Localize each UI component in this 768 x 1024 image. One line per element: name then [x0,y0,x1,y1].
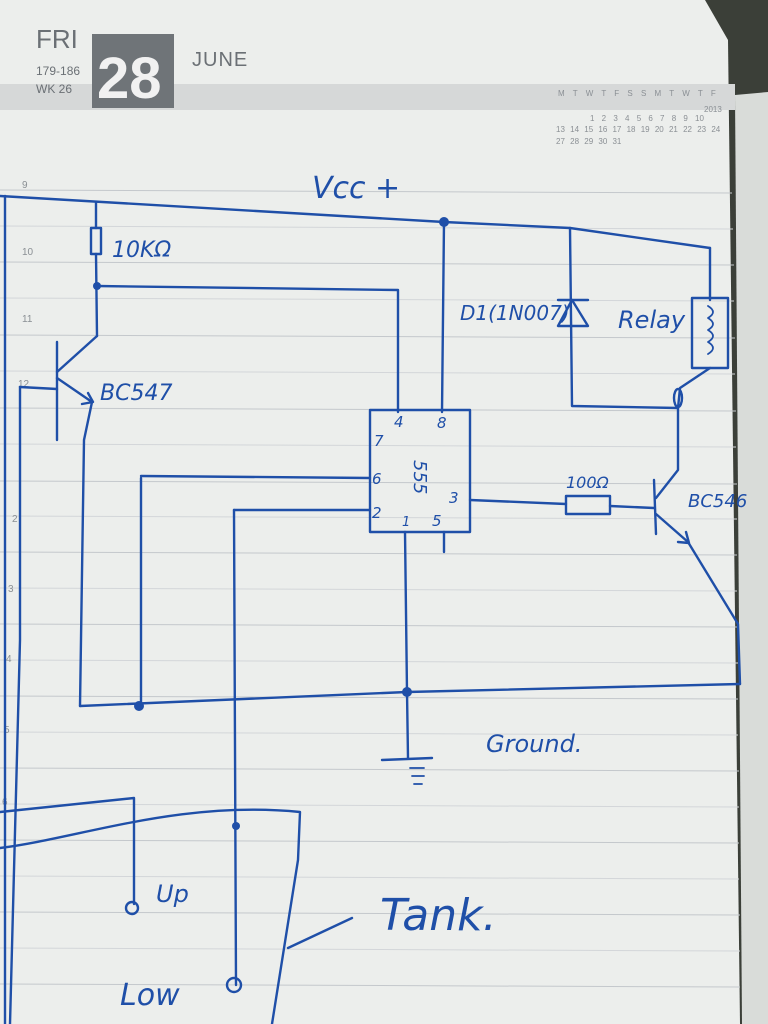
wire-pin3 [468,498,568,506]
wire-low-probe [232,508,238,987]
pin-6-label: 6 [372,470,382,488]
schematic-drawing: Vcc + 10KΩ BC547 555 4 8 7 6 2 1 5 3 [0,171,747,1024]
calendar-header: M T W T F S S M T W T F [558,89,716,98]
pin-4-label: 4 [394,413,404,431]
vcc-label: Vcc + [312,171,400,206]
tank-pointer [286,916,354,950]
pin-7-label: 7 [374,432,384,450]
paper-edge [735,92,768,1024]
wire-up-probe [0,796,136,906]
transistor-right-collector [654,404,680,500]
ruled-lines [0,189,741,988]
line-number: 2 [12,514,18,525]
line-number: 9 [22,180,28,191]
line-number: 4 [6,654,12,665]
wire-pin1 [403,530,409,694]
header-day: FRI [36,24,78,54]
pin-1-label: 1 [402,515,410,530]
transistor-left-label: BC547 [100,381,172,406]
wire-to-ground [405,690,410,760]
relay-coil [707,305,714,355]
calendar-row-1: 1 2 3 4 5 6 7 8 9 10 [590,114,704,123]
ground-hatch [409,767,425,785]
mini-calendar: M T W T F S S M T W T F 2013 1 2 3 4 5 6… [556,89,722,146]
ic-555-label: 555 [409,460,430,494]
resistor-100-label: 100Ω [566,473,610,492]
header-days-range: 179-186 [36,64,80,78]
low-probe-terminal [225,976,243,994]
tank-label: Tank. [380,890,497,941]
relay-terminal [672,387,684,409]
pin-5-label: 5 [432,512,442,530]
wire [608,504,656,510]
transistor-right-label: BC546 [688,491,747,512]
wire [94,252,99,338]
wire-diode-loop [568,226,680,410]
junction-dot [134,701,144,711]
header-date: 28 [97,46,162,111]
transistor-emitter [55,376,94,404]
vcc-rail [0,194,712,250]
ground-symbol [380,756,434,762]
transistor-right-emitter [654,512,690,544]
up-probe-terminal [124,900,140,916]
line-number: 10 [22,247,34,258]
pin-3-label: 3 [449,489,459,507]
wire-to-pin4 [95,284,400,414]
up-label: Up [156,880,189,908]
diode-label: D1(1N007) [460,301,570,325]
line-number: 11 [22,314,33,325]
wire-base-down [8,385,22,1024]
low-label: Low [120,978,180,1013]
wire-pin8 [440,220,446,414]
header-month: JUNE [192,49,248,71]
ic-555-body [368,408,472,534]
ground-label: Ground. [486,730,582,758]
wire-base [18,385,59,391]
calendar-row-3: 27 28 29 30 31 [556,137,622,146]
relay-label: Relay [618,306,686,334]
pin-2-label: 2 [372,504,382,522]
line-number: 5 [4,725,10,736]
diode-triangle [556,298,590,328]
date-box [92,34,174,108]
calendar-row-2: 13 14 15 16 17 18 19 20 21 22 23 24 [556,125,721,134]
calendar-year: 2013 [704,105,722,114]
tank-outline [0,808,302,1024]
resistor-10k-label: 10KΩ [112,238,171,263]
wire-emitter-ground [686,540,742,686]
junction-dot [232,822,240,830]
wire-pin6 [139,474,372,480]
wire-emitter-down [78,400,94,708]
header-week: WK 26 [36,82,72,96]
pin-8-label: 8 [437,414,447,432]
line-number: 3 [8,584,14,595]
wire-relay-bottom [676,366,712,410]
transistor-collector [55,334,99,374]
line-number: 12 [18,379,30,390]
transistor-right-base-bar [652,478,658,536]
